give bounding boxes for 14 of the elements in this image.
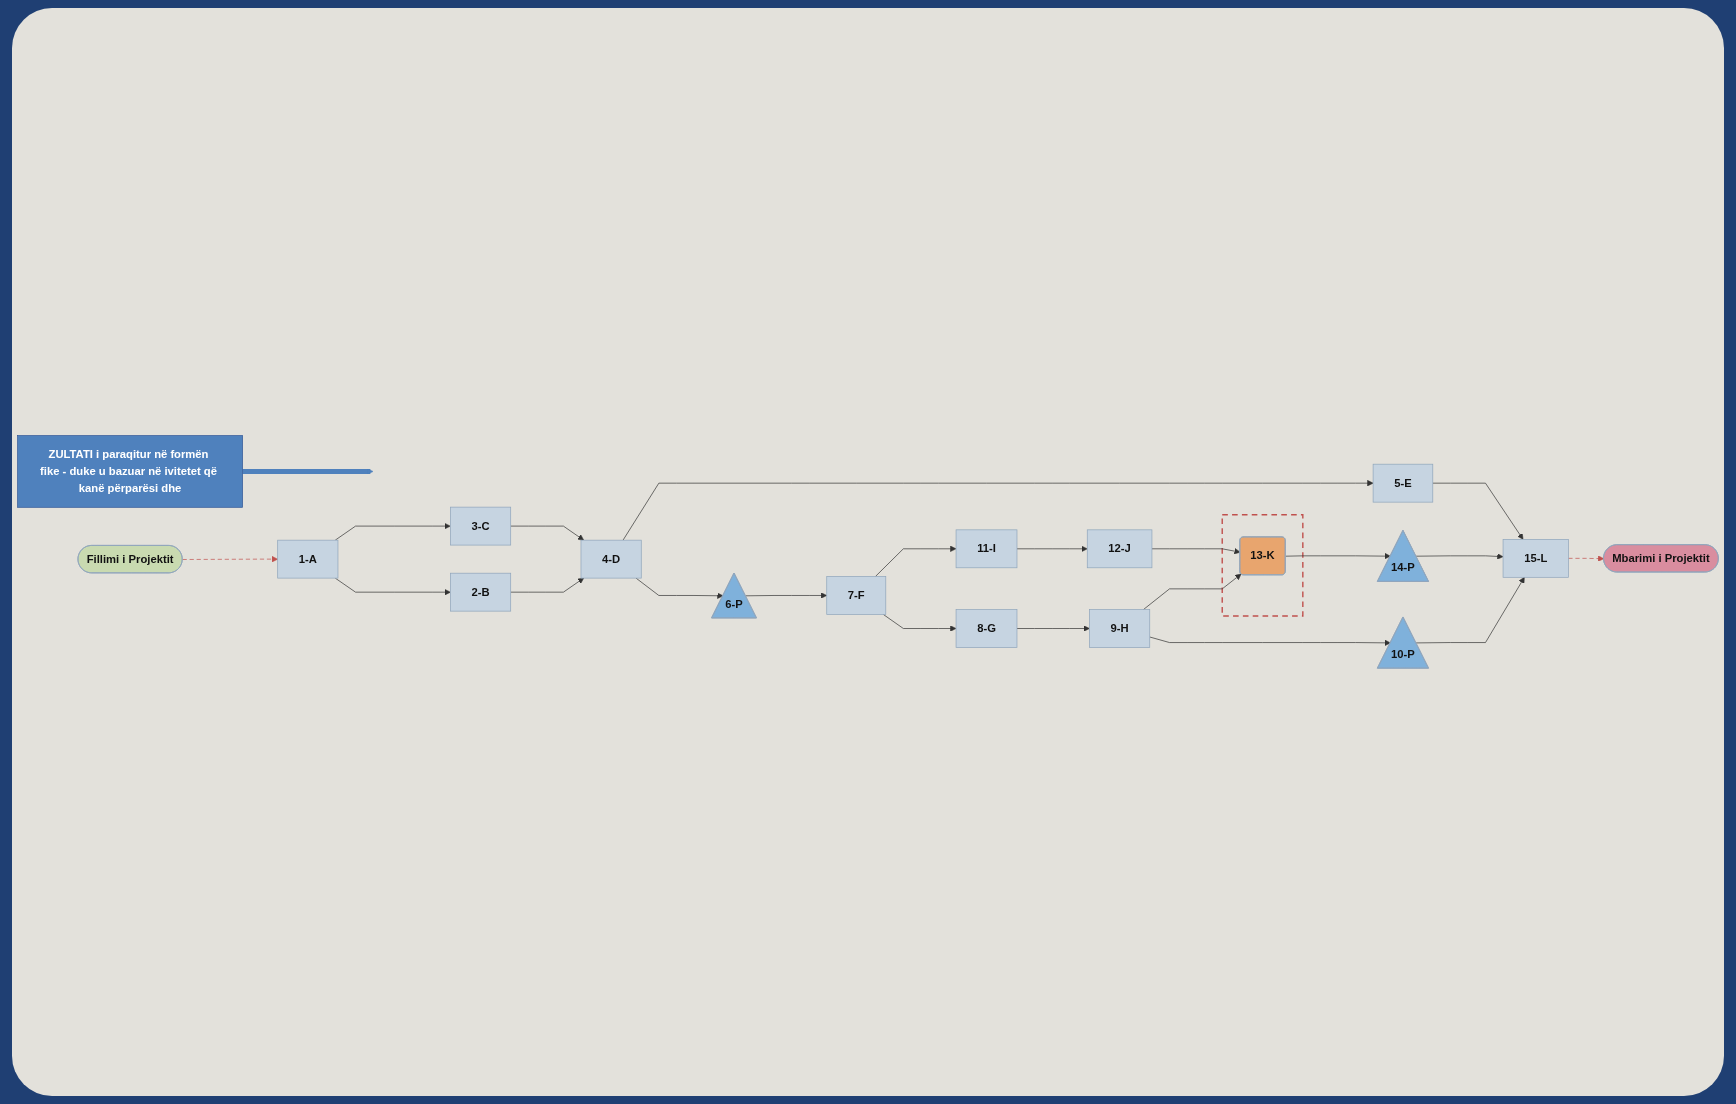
node-box: 3-C [450,506,512,546]
cluster [1221,514,1304,617]
node-box: ZULTATI i paraqitur në formën fike - duke u bazuar në ivitetet që kanë përparësi dhe [17,435,243,508]
node-box: 7-F [826,576,887,615]
node-box: 11-I [955,529,1018,569]
node-box: 9-H [1089,609,1151,648]
node-box: 5-E [1372,463,1434,503]
node-box: 8-G [955,609,1018,648]
node-box: 15-L [1502,539,1569,578]
node-box: 4-D [580,539,642,579]
node-box: 2-B [450,572,512,612]
arrow [242,468,374,475]
node-box: 12-J [1086,529,1153,569]
node-box: 1-A [277,539,339,579]
